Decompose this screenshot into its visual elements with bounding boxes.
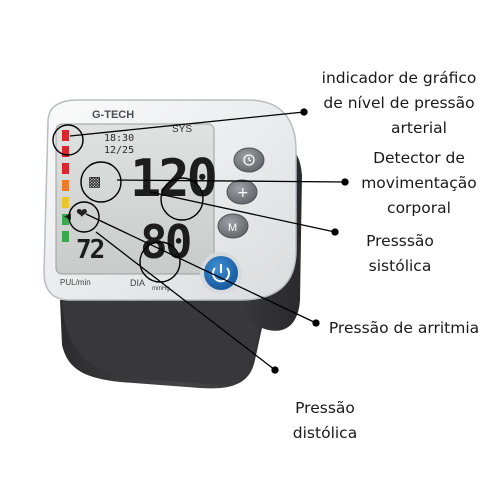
annotation-line: arterial <box>391 119 447 137</box>
clock-icon <box>243 154 255 166</box>
scale-bar-red-1 <box>62 130 69 141</box>
callout-circle-systolic <box>160 177 204 221</box>
leader-line-arrhythmia <box>85 213 317 324</box>
annotation-systolic-pressure: Presssão sistólica <box>350 229 450 279</box>
annotation-line: Detector de <box>373 149 465 167</box>
leader-dot-arrhythmia <box>312 319 320 327</box>
scale-bar-orange <box>62 180 69 191</box>
annotation-line: indicador de gráfico <box>321 69 477 87</box>
power-button[interactable] <box>200 252 242 294</box>
callout-circle-scale <box>52 124 84 156</box>
leader-line-scale <box>69 111 305 137</box>
pointer-triangle-icon: ◀ <box>64 212 71 222</box>
scale-bar-red-3 <box>62 163 69 174</box>
unit-label: mmHg <box>152 286 170 292</box>
annotation-line: sistólica <box>368 257 432 275</box>
arrhythmia-heart-icon: ❤ <box>76 206 88 222</box>
annotation-diastolic-pressure: Pressão distólica <box>280 396 370 446</box>
memory-button-label: M <box>228 222 237 234</box>
annotation-pressure-graph-indicator: indicador de gráfico de nível de pressão… <box>304 66 494 141</box>
annotation-body-movement-detector: Detector de movimentação corporal <box>344 146 494 221</box>
leader-line-diastolic <box>95 231 276 371</box>
memory-button[interactable]: M <box>217 213 249 239</box>
leader-dot-movement <box>341 178 349 186</box>
clock-button[interactable] <box>233 147 265 173</box>
scale-bar-yellow <box>62 197 69 208</box>
brand-logo: G-TECH <box>92 109 134 121</box>
annotation-line: distólica <box>292 424 358 442</box>
lcd-time: 18:30 <box>104 133 134 144</box>
lcd-date: 12/25 <box>104 145 134 156</box>
cuff-lower-band <box>62 300 258 385</box>
sys-label: SYS <box>172 124 192 135</box>
body-movement-icon: ▩ <box>88 174 101 190</box>
callout-circle-arrhythmia <box>68 201 100 233</box>
leader-dot-systolic <box>331 228 339 236</box>
dia-label: DIA <box>130 278 145 288</box>
power-icon <box>212 267 230 283</box>
pulse-reading: 72 <box>76 235 104 265</box>
pressure-level-scale <box>62 130 69 242</box>
scale-bar-green-1 <box>62 214 69 225</box>
lcd-screen <box>55 123 215 275</box>
annotation-line: corporal <box>387 199 451 217</box>
annotation-line: Pressão <box>295 399 355 417</box>
callout-circle-movement <box>80 161 122 203</box>
leader-dot-diastolic <box>271 366 279 374</box>
leader-dot-scale <box>300 108 308 116</box>
annotation-line: de nível de pressão <box>323 94 475 112</box>
scale-bar-green-2 <box>62 231 69 242</box>
annotation-line: Presssão <box>366 232 434 250</box>
annotation-line: movimentação <box>361 174 477 192</box>
plus-icon: + <box>237 185 249 201</box>
annotation-line: Pressão de arritmia <box>328 319 480 337</box>
annotation-arrhythmia-pressure: Pressão de arritmia <box>324 316 484 341</box>
pulse-label: PUL/min <box>60 278 91 287</box>
scale-bar-red-2 <box>62 146 69 157</box>
leader-line-systolic <box>149 191 336 233</box>
leader-line-movement <box>116 179 346 183</box>
plus-button[interactable]: + <box>226 179 258 205</box>
